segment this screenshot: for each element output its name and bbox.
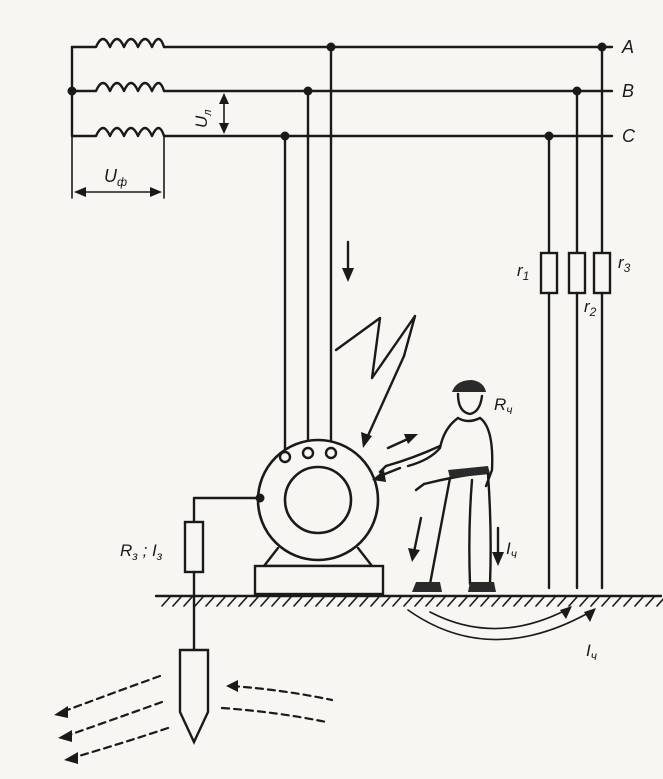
electric-motor bbox=[253, 438, 385, 596]
winding-c bbox=[70, 126, 166, 138]
line-voltage-label: Uл bbox=[192, 110, 214, 129]
fault-lightning-icon bbox=[334, 314, 417, 448]
ground-surface bbox=[154, 594, 663, 607]
person-cap bbox=[452, 380, 486, 392]
ground-electrode bbox=[178, 648, 210, 745]
ground-spreading-currents bbox=[54, 674, 334, 764]
motor-base bbox=[253, 564, 385, 596]
phase-lines bbox=[162, 45, 614, 138]
ground-return-current bbox=[407, 606, 596, 641]
ground-resistance-label: Rз ; Iз bbox=[120, 541, 163, 563]
insulation-resistances bbox=[539, 42, 612, 590]
r1-label: r1 bbox=[517, 261, 529, 283]
line-voltage-indicator bbox=[219, 93, 229, 134]
protective-ground bbox=[178, 496, 262, 745]
motor-terminal-a bbox=[324, 446, 338, 460]
fault-current-arrow bbox=[342, 240, 354, 282]
human-current-label: Iч bbox=[506, 539, 517, 561]
motor-supply-conductors bbox=[280, 42, 336, 458]
resistor-r2 bbox=[567, 251, 587, 295]
r3-label: r3 bbox=[618, 253, 631, 275]
phase-voltage-label: Uф bbox=[104, 166, 127, 189]
motor-terminal-c bbox=[278, 450, 292, 464]
resistor-r3 bbox=[592, 251, 612, 295]
r2-label: r2 bbox=[584, 297, 597, 319]
human-resistance-label: Rч bbox=[494, 395, 513, 417]
transformer-windings bbox=[67, 37, 166, 138]
neutral-point bbox=[67, 86, 77, 96]
motor-housing bbox=[256, 438, 380, 562]
phase-label-a: A bbox=[621, 37, 634, 57]
winding-a bbox=[70, 37, 166, 49]
phase-voltage-indicator bbox=[71, 135, 165, 199]
winding-b bbox=[70, 81, 166, 93]
motor-terminal-b bbox=[301, 446, 315, 460]
motor-rotor bbox=[283, 465, 353, 535]
person-figure bbox=[378, 380, 496, 592]
svg-text:Uл: Uл bbox=[192, 110, 214, 129]
ground-resistor bbox=[183, 520, 205, 574]
resistor-r1 bbox=[539, 251, 559, 295]
phase-label-c: C bbox=[622, 126, 636, 146]
ground-current-label: Iч bbox=[586, 641, 597, 663]
phase-label-b: B bbox=[622, 81, 634, 101]
touch-current-arrows bbox=[372, 434, 504, 566]
